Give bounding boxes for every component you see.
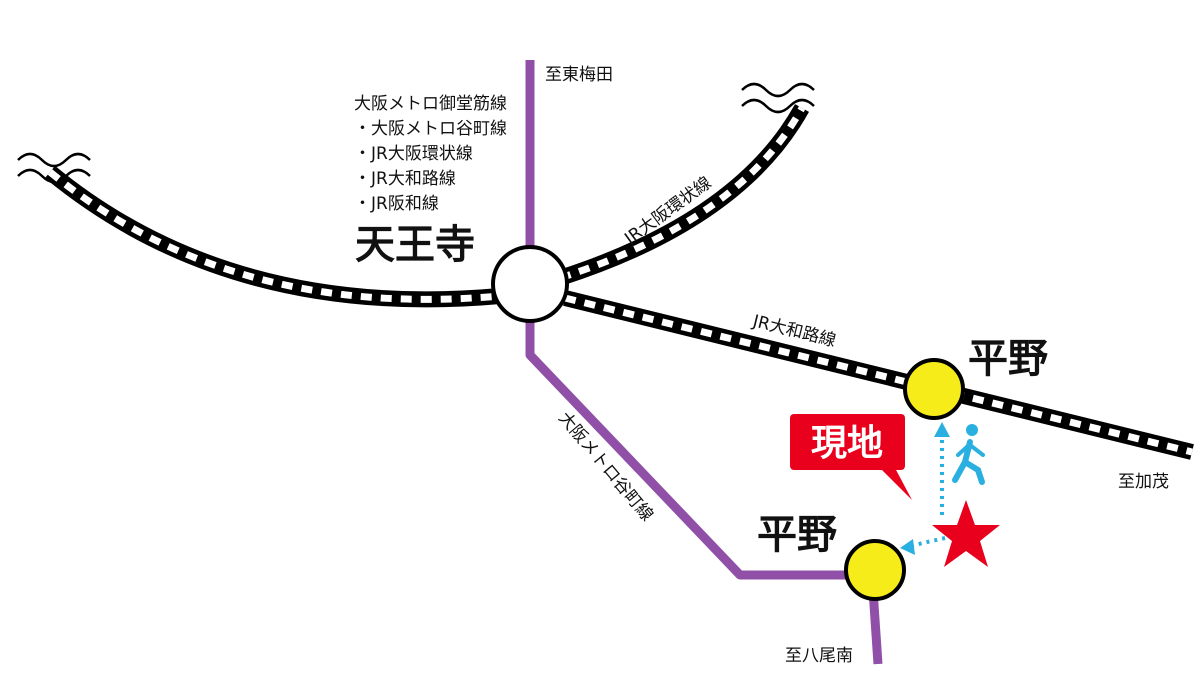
arrow-left-icon [900, 539, 915, 555]
dest-north: 至東梅田 [545, 65, 613, 85]
walk-route [909, 435, 946, 548]
current-location-label: 現地 [811, 423, 883, 464]
star-icon [932, 500, 1000, 567]
pedestrian-icon [952, 424, 985, 485]
station-tennoji[interactable] [491, 245, 569, 323]
station-hirano-metro[interactable] [844, 539, 906, 601]
svg-text:・大阪メトロ谷町線: ・大阪メトロ谷町線 [354, 119, 507, 139]
station-label-hirano-metro: 平野 [757, 512, 837, 558]
svg-text:・JR阪和線: ・JR阪和線 [354, 194, 439, 214]
dest-south: 至八尾南 [785, 646, 853, 666]
svg-text:・JR大阪環状線: ・JR大阪環状線 [354, 144, 473, 164]
station-label-tennoji: 天王寺 [355, 222, 475, 268]
jr-track-yamatoji [563, 290, 1194, 460]
tennoji-lines-list: 大阪メトロ御堂筋線 ・大阪メトロ谷町線 ・JR大阪環状線 ・JR大和路線 ・JR… [354, 94, 507, 214]
station-hirano-jr[interactable] [903, 358, 965, 420]
current-location-callout: 現地 [790, 414, 912, 500]
station-label-hirano-jr: 平野 [968, 336, 1048, 382]
dest-east: 至加茂 [1118, 472, 1169, 492]
arrow-up-icon [934, 422, 950, 437]
jr-track-loop [557, 104, 809, 286]
svg-text:大阪メトロ御堂筋線: 大阪メトロ御堂筋線 [354, 94, 507, 114]
svg-text:・JR大和路線: ・JR大和路線 [354, 169, 456, 189]
jr-track-west [44, 165, 501, 308]
line-break-right [741, 82, 815, 114]
